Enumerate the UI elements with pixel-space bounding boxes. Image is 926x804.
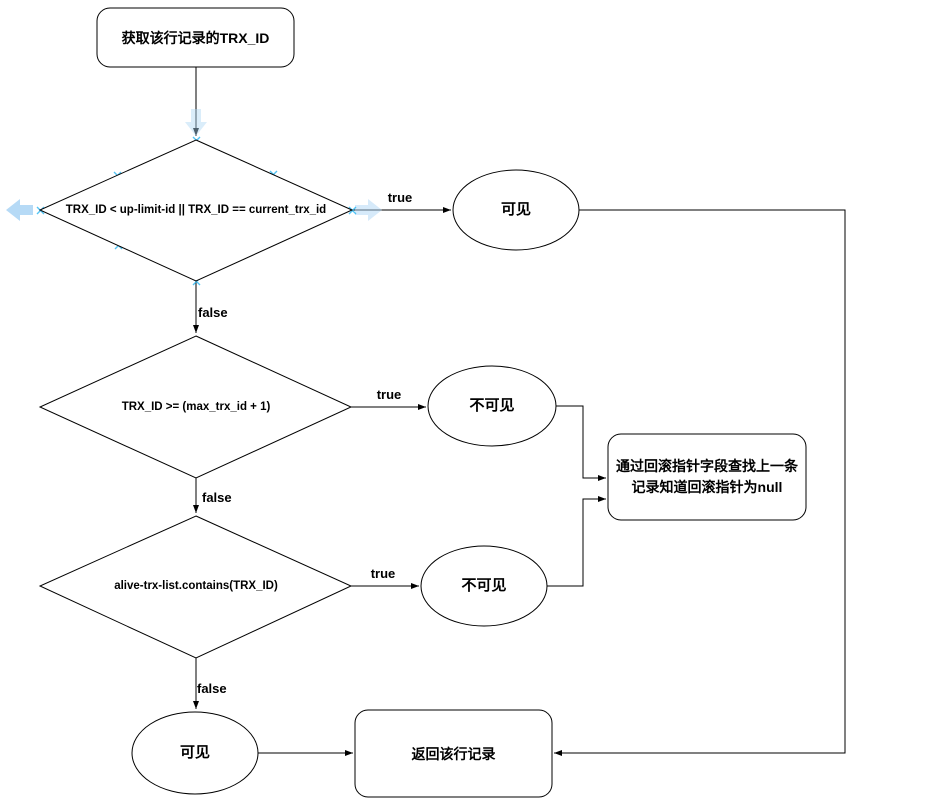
decision1-false-label: false <box>198 305 228 320</box>
hover-arrow-left-icon[interactable] <box>6 199 33 221</box>
start-label: 获取该行记录的TRX_ID <box>121 29 270 46</box>
rollback-label-line2: 记录知道回滚指针为null <box>631 479 783 495</box>
decision3-true-label: true <box>370 566 396 581</box>
node-visible1[interactable] <box>452 169 580 251</box>
edge-invisible1-to-rollback[interactable] <box>556 405 606 481</box>
node-invisible1[interactable] <box>427 365 557 447</box>
node-decision1[interactable] <box>38 139 354 282</box>
visible2-label: 可见 <box>179 744 210 761</box>
hover-arrow-right-icon[interactable] <box>355 199 382 221</box>
connection-point-icon[interactable] <box>348 206 357 215</box>
node-start[interactable] <box>96 7 295 68</box>
decision1-true-label: true <box>387 190 413 205</box>
node-visible2[interactable] <box>131 711 259 795</box>
invisible2-label: 不可见 <box>461 577 507 594</box>
decision2-false-label: false <box>202 490 232 505</box>
node-decision2[interactable] <box>38 335 353 479</box>
node-invisible2[interactable] <box>420 545 548 627</box>
node-decision3[interactable] <box>38 515 353 659</box>
decision3-false-label: false <box>197 681 227 696</box>
decision3-label: alive-trx-list.contains(TRX_ID) <box>114 580 278 592</box>
invisible1-label: 不可见 <box>469 397 515 414</box>
rollback-label-line1: 通过回滚指针字段查找上一条 <box>616 458 798 474</box>
decision2-true-label: true <box>376 387 402 402</box>
node-return[interactable] <box>354 709 553 798</box>
decision1-label: TRX_ID < up-limit-id || TRX_ID == curren… <box>65 204 327 216</box>
edge-invisible2-to-rollback[interactable] <box>547 496 606 587</box>
hover-arrow-down-icon[interactable] <box>185 109 207 136</box>
decision2-label: TRX_ID >= (max_trx_id + 1) <box>121 401 271 413</box>
return-label: 返回该行记录 <box>411 745 496 762</box>
visible1-label: 可见 <box>500 201 531 218</box>
rollback-label: 通过回滚指针字段查找上一条 记录知道回滚指针为null <box>608 434 806 520</box>
edge-visible1-to-return[interactable] <box>554 209 846 756</box>
node-rollback[interactable] <box>607 433 807 521</box>
